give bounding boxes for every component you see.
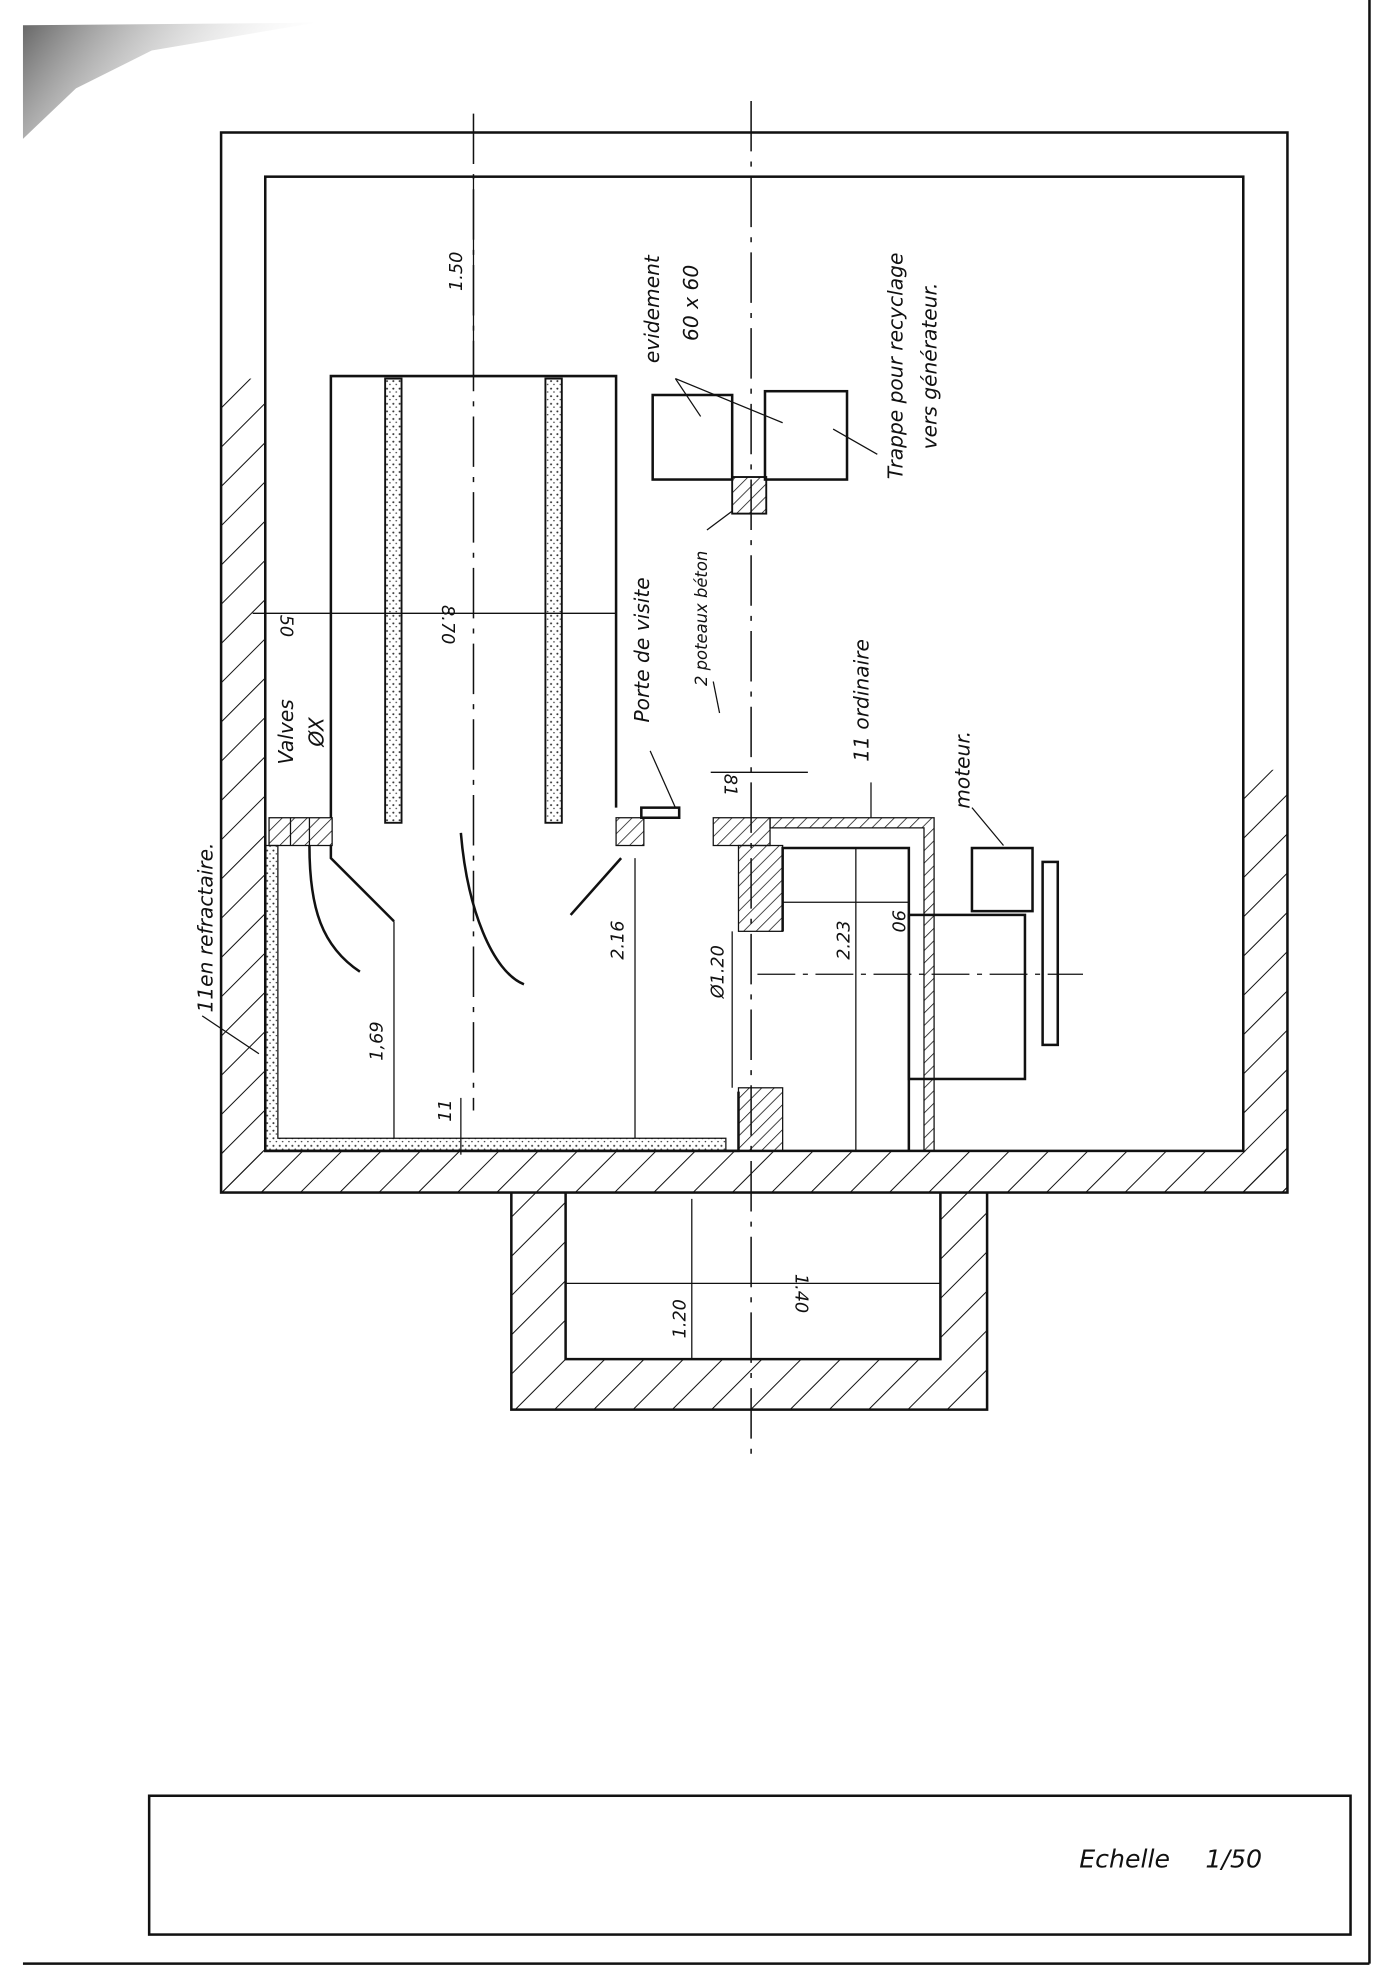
label-evidement-size: 60 x 60 <box>679 265 703 341</box>
label-valves: Valves <box>274 699 298 765</box>
title-block <box>147 1794 1352 1936</box>
evidement-boxes <box>651 389 849 515</box>
pulley <box>1041 860 1060 1047</box>
label-valves-diameter: ØX <box>304 716 328 748</box>
label-refractaire: 11en refractaire. <box>193 843 217 1013</box>
dim-d1-20: Ø1.20 <box>708 945 728 999</box>
dim-pit-1-20: 1.20 <box>670 1299 690 1338</box>
label-vers-generateur: vers générateur. <box>918 283 942 450</box>
label-porte-de-visite: Porte de visite <box>630 577 654 722</box>
dim-8-70: 8.70 <box>437 605 457 644</box>
label-ordinaire: 11 ordinaire <box>849 639 873 762</box>
dim-pit-1-40: 1.40 <box>790 1274 810 1313</box>
label-trappe: Trappe pour recyclage <box>884 253 908 480</box>
dim-11: 11 <box>436 1099 456 1121</box>
dim-2-23: 2.23 <box>835 920 855 959</box>
furnace-chamber <box>263 806 771 1153</box>
scan-shadow <box>22 22 316 139</box>
dimension-lines <box>252 176 941 1360</box>
dim-50: 50 <box>275 615 295 637</box>
dim-81: 81 <box>720 774 740 796</box>
dim-1-50: 1.50 <box>447 252 467 291</box>
pit <box>510 1192 989 1411</box>
label-evidement: evidement <box>640 254 664 363</box>
motor-box <box>970 846 1034 913</box>
label-moteur: moteur. <box>950 731 974 809</box>
scale-value: 1/50 <box>1205 1845 1262 1874</box>
dim-2-16: 2.16 <box>609 920 629 959</box>
leader-lines <box>201 378 1004 1055</box>
fan-chamber <box>737 817 1084 1152</box>
dim-90: 90 <box>887 910 907 932</box>
dim-1-69: 1,69 <box>368 1021 388 1060</box>
label-poteaux: 2 poteaux béton <box>692 551 711 686</box>
scale-label: Echelle <box>1079 1845 1170 1874</box>
stack <box>329 374 618 824</box>
